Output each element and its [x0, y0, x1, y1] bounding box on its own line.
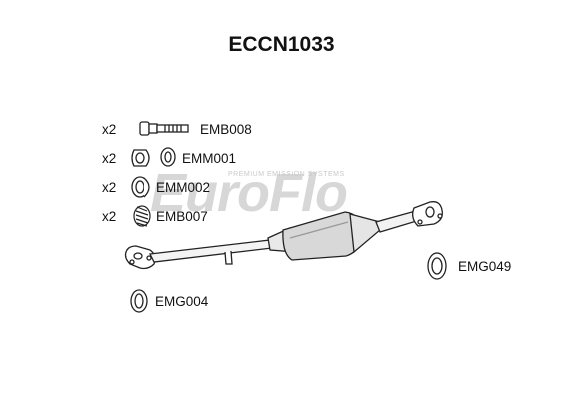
gasket-icon	[130, 289, 148, 313]
part-label-emm001: EMM001	[182, 151, 237, 166]
mount-ring-icon	[131, 176, 150, 198]
watermark-tagline: PREMIUM EMISSION SYSTEMS	[228, 171, 345, 178]
exhaust-pipe-drawing	[124, 201, 443, 270]
rubber-mount-icon	[131, 147, 176, 167]
part-label-emg049: EMG049	[458, 259, 512, 274]
part-label-emb008: EMB008	[200, 122, 252, 137]
spring-icon	[133, 205, 151, 227]
part-qty: x2	[102, 209, 117, 224]
part-label-emm002: EMM002	[156, 180, 211, 195]
part-qty: x2	[102, 180, 117, 195]
part-label-emb007: EMB007	[156, 209, 208, 224]
bolt-icon	[139, 121, 189, 136]
watermark-logo: EuroFlo	[150, 163, 348, 223]
part-qty: x2	[102, 122, 117, 137]
gasket-icon	[427, 252, 447, 280]
part-label-emg004: EMG004	[155, 294, 209, 309]
part-qty: x2	[102, 151, 117, 166]
page-title: ECCN1033	[228, 33, 335, 56]
